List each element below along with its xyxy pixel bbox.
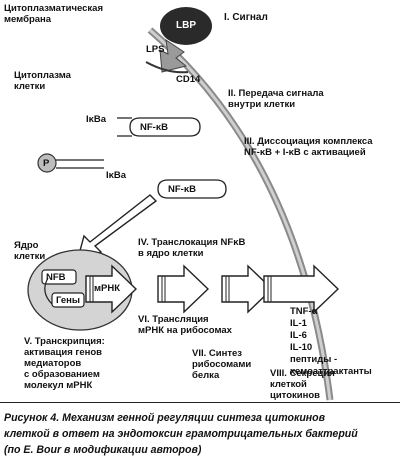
stage-8-label: VIII. Секреция клеткой цитокинов (270, 368, 335, 401)
cytokines-list: TNF-α IL-1 IL-6 IL-10 пептиды - хемоаттр… (290, 306, 372, 377)
stage-3-label: III. Диссоциация комплекса NF-κB + I-κB … (244, 136, 373, 158)
genes-box (51, 292, 85, 308)
nucleus-label: Ядро клетки (14, 240, 46, 262)
lbp-molecule (160, 7, 212, 45)
ikba-segment-2 (56, 159, 104, 169)
nfkb-capsule-free (157, 179, 227, 199)
phosphate-label: P (43, 158, 50, 169)
stage-4-label: IV. Транслокация NFκB в ядро клетки (138, 237, 246, 259)
nfb-box (41, 269, 77, 285)
secretion-arrow (263, 264, 340, 314)
cytoplasm-label: Цитоплазма клетки (14, 70, 71, 92)
secretion-arrow-lines (267, 276, 272, 302)
genes-label: Гены (56, 295, 81, 306)
stage-1-label: I. Сигнал (224, 12, 268, 23)
ikba-label-1: IκBa (86, 114, 107, 125)
mrna-label: мРНК (94, 283, 121, 294)
synthesis-arrow-lines (225, 276, 230, 302)
phosphate-circle (37, 153, 57, 173)
nfb-label: NFB (46, 272, 66, 283)
lps-label: LPS (146, 44, 165, 55)
stage-5-label: V. Транскрипция: активация генов медиато… (24, 336, 105, 391)
mrna-arrow-lines (89, 276, 94, 302)
figure-caption: Рисунок 4. Механизм генной регуляции син… (4, 412, 358, 456)
nfkb-label-1: NF-κB (140, 122, 168, 133)
nfkb-label-2: NF-κB (168, 184, 196, 195)
stage-7-label: VII. Синтез рибосомами белка (192, 348, 252, 381)
cd14-label: CD14 (176, 74, 201, 85)
lps-arrow (159, 38, 188, 73)
stage-2-label: II. Передача сигнала внутри клетки (228, 88, 324, 110)
genes-bracket (44, 277, 53, 305)
cd14-receptor (145, 61, 189, 74)
ikba-capsule-1 (129, 117, 201, 137)
ikba-label-2: IκBa (106, 170, 127, 181)
stage-6-label: VI. Трансляция мРНК на рибосомах (138, 314, 232, 336)
ikba-segment-1 (117, 117, 132, 137)
translation-arrow-lines (161, 276, 166, 302)
cell-membrane-edge (149, 28, 332, 401)
membrane-label: Цитоплазматическая мембрана (4, 3, 103, 25)
lbp-label: LBP (176, 20, 196, 31)
caption-separator (0, 402, 400, 403)
